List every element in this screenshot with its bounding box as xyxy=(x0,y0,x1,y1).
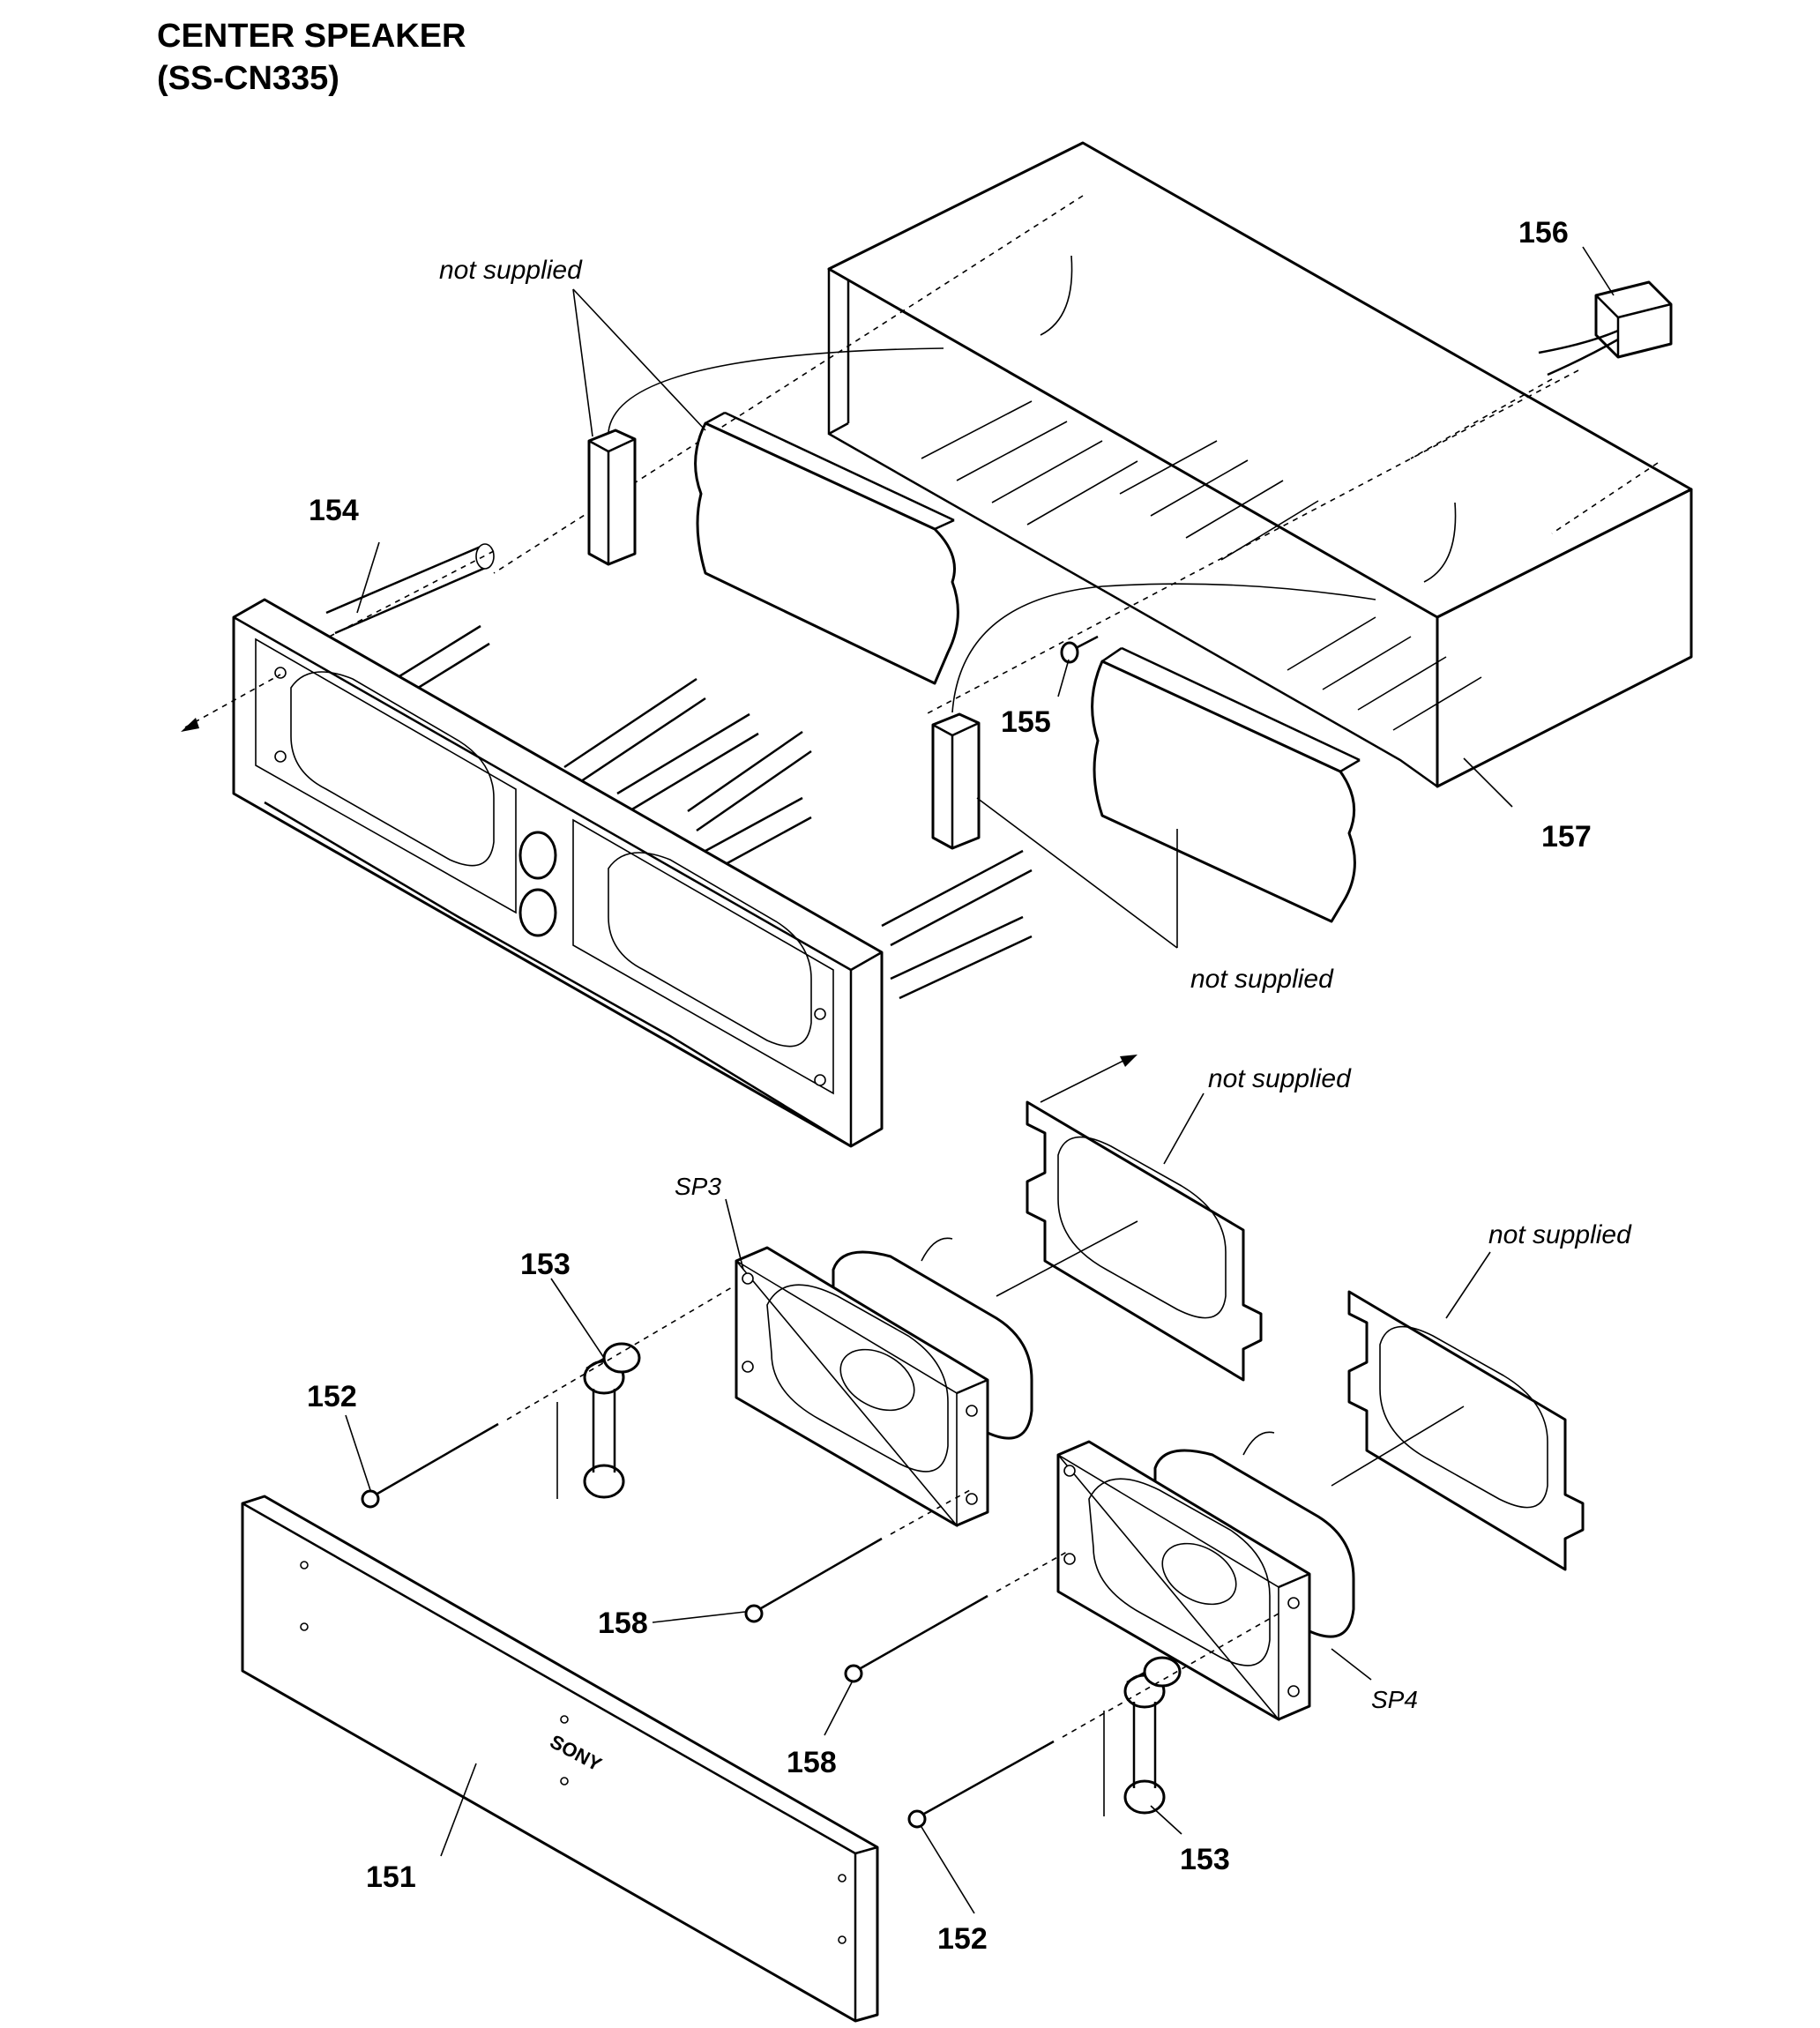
bracket-153-upper xyxy=(556,1342,641,1499)
part-number-153-upper: 153 xyxy=(520,1248,571,1281)
bracket-153-lower xyxy=(1103,1656,1182,1816)
rods-154 xyxy=(272,543,1033,1000)
cabinet-157 xyxy=(493,141,1693,788)
screw-158-upper xyxy=(744,1489,971,1623)
part-number-158-upper: 158 xyxy=(598,1607,648,1640)
block-upper xyxy=(587,429,637,566)
part-number-152-lower: 152 xyxy=(937,1922,988,1956)
screw-152-upper xyxy=(361,1286,733,1509)
speaker-label-sp4: SP4 xyxy=(1371,1686,1418,1713)
foam-pad-lower xyxy=(1091,646,1361,923)
part-number-153-lower: 153 xyxy=(1180,1843,1230,1876)
part-number-157: 157 xyxy=(1541,820,1592,854)
speaker-label-sp3: SP3 xyxy=(675,1173,721,1200)
block-lower xyxy=(931,712,981,850)
part-number-151: 151 xyxy=(366,1860,416,1894)
gasket-sp4 xyxy=(1347,1290,1585,1571)
front-frame xyxy=(181,598,884,1148)
terminal-156 xyxy=(1410,280,1673,459)
screw-152-lower xyxy=(907,1613,1279,1829)
leader-lines xyxy=(345,246,1615,1914)
part-number-152-upper: 152 xyxy=(307,1380,357,1413)
cabinet-ribs xyxy=(921,400,1482,731)
part-number-156: 156 xyxy=(1518,216,1569,250)
gasket-sp3 xyxy=(1026,1100,1263,1382)
note-not-supplied-gasket-sp3: not supplied xyxy=(1208,1064,1352,1093)
screw-155 xyxy=(1060,635,1099,664)
note-not-supplied-gasket-sp4: not supplied xyxy=(1488,1220,1632,1249)
note-not-supplied-upper: not supplied xyxy=(439,256,583,285)
foam-pad-upper xyxy=(694,411,959,685)
model-number: (SS-CN335) xyxy=(157,60,339,97)
note-not-supplied-middle: not supplied xyxy=(1190,965,1334,994)
screw-158-lower xyxy=(844,1551,1068,1683)
speaker-sp3 xyxy=(735,1237,1033,1528)
speaker-sp4 xyxy=(1056,1431,1355,1722)
part-number-154: 154 xyxy=(309,494,359,527)
front-grille-151: SONY xyxy=(241,1495,879,2023)
part-number-155: 155 xyxy=(1001,705,1051,739)
part-number-158-lower: 158 xyxy=(787,1746,837,1779)
diagram-title: CENTER SPEAKER xyxy=(157,18,466,55)
